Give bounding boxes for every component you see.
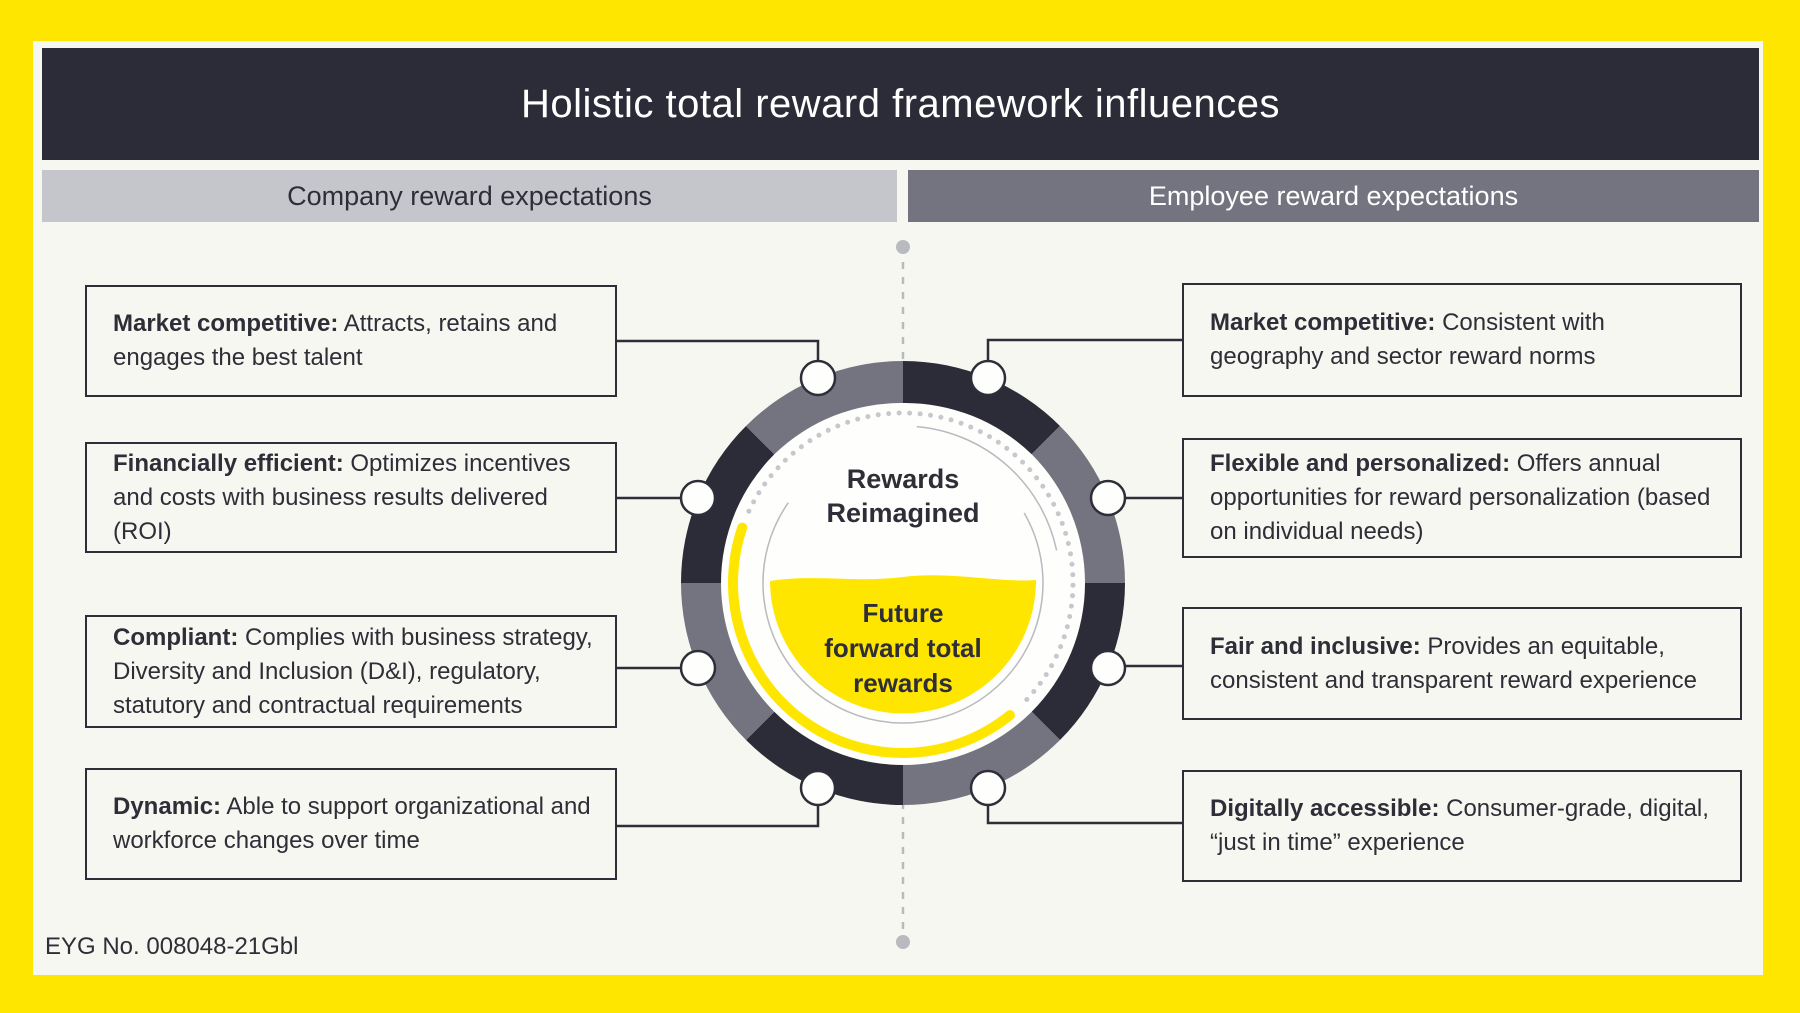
- document-number: EYG No. 008048-21Gbl: [45, 933, 299, 960]
- card-text: Market competitive: Attracts, retains an…: [113, 307, 597, 375]
- hub-title-line2: Reimagined: [826, 498, 980, 528]
- ring-segment-dark-4: [681, 426, 775, 583]
- card-description: Complies with business strategy, Diversi…: [113, 623, 593, 719]
- card-compliant: Compliant: Complies with business strate…: [85, 615, 617, 728]
- ring-segment-gray-3: [681, 583, 775, 740]
- connector-line-left-1: [617, 339, 820, 378]
- card-text: Dynamic: Able to support organizational …: [113, 790, 597, 858]
- company-expectations-label: Company reward expectations: [287, 180, 652, 211]
- bowl-label-line3: rewards: [853, 668, 953, 698]
- connector-line-right-4: [986, 788, 1182, 825]
- connector-node-left-lower: [679, 649, 717, 687]
- card-text: Fair and inclusive: Provides an equitabl…: [1210, 630, 1722, 698]
- card-label: Market competitive:: [1210, 309, 1436, 336]
- card-market-competitive-employee: Market competitive: Consistent with geog…: [1182, 283, 1742, 397]
- ring-segment-gray-4: [746, 361, 903, 455]
- card-text: Financially efficient: Optimizes incenti…: [113, 447, 597, 549]
- card-description: Consumer-grade, digital, “just in time” …: [1210, 795, 1709, 856]
- card-label: Digitally accessible:: [1210, 795, 1440, 822]
- card-description: Provides an equitable, consistent and tr…: [1210, 632, 1697, 694]
- thin-arc-bottom: [762, 502, 1044, 724]
- card-label: Dynamic:: [113, 793, 222, 820]
- hub-title-line1: Rewards: [846, 464, 960, 494]
- card-description: Optimizes incentives and costs with busi…: [113, 449, 571, 545]
- card-description: Consistent with geography and sector rew…: [1210, 309, 1605, 370]
- card-text: Flexible and personalized: Offers annual…: [1210, 447, 1722, 549]
- yellow-progress-arc: [728, 522, 1015, 758]
- connector-line-right-1: [986, 338, 1182, 378]
- connector-node-right-upper: [1089, 479, 1127, 517]
- dotted-progress-arc: [746, 410, 1076, 706]
- card-label: Financially efficient:: [113, 449, 344, 477]
- ring-segment-dark-2: [1031, 583, 1125, 740]
- card-description: Able to support organizational and workf…: [113, 793, 591, 854]
- card-text: Digitally accessible: Consumer-grade, di…: [1210, 792, 1722, 860]
- bowl-label-line2: forward total: [824, 633, 982, 663]
- thin-arc-top-right: [916, 425, 1058, 551]
- hub-title: Rewards Reimagined: [753, 462, 1053, 530]
- card-label: Flexible and personalized:: [1210, 450, 1511, 477]
- card-label: Compliant:: [113, 623, 239, 651]
- connector-line-left-4: [617, 788, 820, 828]
- card-description: Offers annual opportunities for reward p…: [1210, 450, 1711, 545]
- wheel-ring: [681, 361, 1125, 805]
- employee-expectations-label: Employee reward expectations: [1148, 180, 1519, 211]
- card-text: Compliant: Complies with business strate…: [113, 621, 597, 723]
- connector-node-top-left: [799, 359, 837, 397]
- card-fair-inclusive: Fair and inclusive: Provides an equitabl…: [1182, 607, 1742, 720]
- title-bar: Holistic total reward framework influenc…: [42, 48, 1759, 160]
- bowl-label: Future forward total rewards: [723, 596, 1083, 701]
- ring-segment-gray-2: [903, 711, 1060, 805]
- card-label: Market competitive:: [113, 310, 339, 337]
- connector-node-right-lower: [1089, 649, 1127, 687]
- card-financially-efficient: Financially efficient: Optimizes incenti…: [85, 442, 617, 553]
- company-expectations-header: Company reward expectations: [42, 170, 897, 222]
- bowl-label-line1: Future: [862, 598, 944, 628]
- connector-node-top-right: [969, 359, 1007, 397]
- card-dynamic: Dynamic: Able to support organizational …: [85, 768, 617, 880]
- card-label: Fair and inclusive:: [1210, 632, 1421, 660]
- connector-node-left-upper: [679, 479, 717, 517]
- page-title: Holistic total reward framework influenc…: [520, 81, 1281, 126]
- card-market-competitive-company: Market competitive: Attracts, retains an…: [85, 285, 617, 397]
- yellow-bowl-shape: [770, 575, 1037, 714]
- card-description: Attracts, retains and engages the best t…: [113, 310, 558, 371]
- card-flexible-personalized: Flexible and personalized: Offers annual…: [1182, 438, 1742, 558]
- ring-segment-dark-1: [903, 361, 1060, 455]
- card-digitally-accessible: Digitally accessible: Consumer-grade, di…: [1182, 770, 1742, 882]
- connector-node-bottom-right: [969, 769, 1007, 807]
- connector-nodes: [679, 359, 1127, 807]
- divider-top-dot: [896, 240, 910, 254]
- card-text: Market competitive: Consistent with geog…: [1210, 306, 1722, 374]
- ring-segment-dark-3: [746, 711, 903, 805]
- employee-expectations-header: Employee reward expectations: [908, 170, 1759, 222]
- divider-bottom-dot: [896, 935, 910, 949]
- connector-node-bottom-left: [799, 769, 837, 807]
- ring-segment-gray-1: [1031, 426, 1125, 583]
